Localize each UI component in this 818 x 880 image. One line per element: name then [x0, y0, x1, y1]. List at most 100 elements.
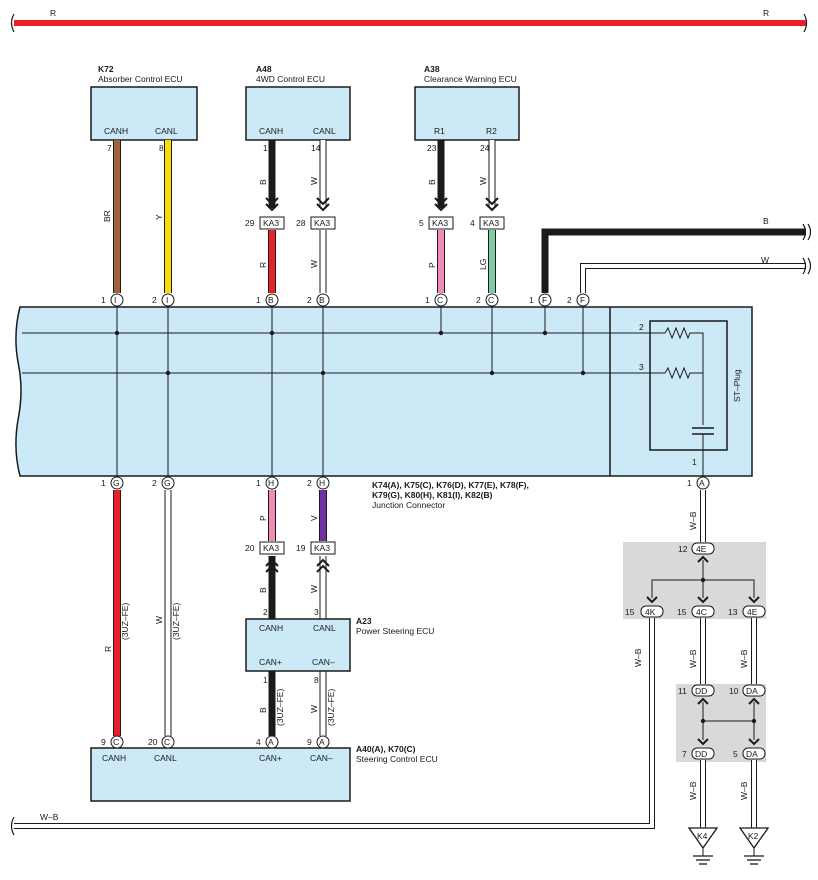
a23-canl: CANL: [313, 623, 336, 633]
top-bus: R R: [10, 8, 808, 33]
connector-4k: 4K 15: [625, 605, 664, 618]
ka3-connector: KA3 29: [245, 197, 285, 230]
ka3-label: KA3: [483, 218, 499, 228]
svg-text:H: H: [268, 478, 274, 488]
svg-text:2: 2: [567, 295, 572, 305]
svg-text:G: G: [113, 478, 120, 488]
a40-canm: CAN–: [310, 753, 333, 763]
ground-k2-label: K2: [748, 831, 759, 841]
svg-text:1: 1: [687, 478, 692, 488]
k72-pin-l: 8: [159, 143, 164, 153]
pin-terminal: C1: [425, 293, 448, 307]
wire-3uzfe-label-4: (3UZ–FE): [326, 689, 336, 726]
ka3-pin: 28: [296, 218, 306, 228]
a48-code: A48: [256, 64, 272, 74]
ka3-connectors-top: KA3 29 KA3 28 KA3 5 KA3 4: [245, 197, 505, 230]
wire-b-label-4: B: [258, 707, 268, 713]
a40-canh: CANH: [102, 753, 126, 763]
a48-pin-l: 14: [311, 143, 321, 153]
a23-canp: CAN+: [259, 657, 282, 667]
svg-text:13: 13: [728, 607, 738, 617]
svg-text:B: B: [319, 295, 325, 305]
pin-terminal: B1: [256, 293, 279, 307]
a38-code: A38: [424, 64, 440, 74]
junction-line1: K74(A), K75(C), K76(D), K77(E), K78(F),: [372, 480, 529, 490]
svg-text:A: A: [268, 737, 274, 747]
svg-text:2: 2: [476, 295, 481, 305]
svg-text:4E: 4E: [696, 544, 707, 554]
wire-lg-label: LG: [478, 259, 488, 270]
a23-pin-m: 8: [314, 675, 319, 685]
ecu-a38: A38 Clearance Warning ECU R1 R2 23 24: [414, 64, 520, 153]
pin-terminal: F1: [529, 293, 552, 307]
svg-text:12: 12: [678, 544, 688, 554]
wire-3uzfe-label-1: (3UZ–FE): [120, 603, 130, 640]
ka3-pin: 5: [419, 218, 424, 228]
k72-pin-h: 7: [107, 143, 112, 153]
a40-pin-1: 9: [101, 737, 106, 747]
ka3-connector: KA3 20: [245, 541, 285, 573]
wire-br-label: BR: [102, 210, 112, 222]
a38-pin-2: 24: [480, 143, 490, 153]
right-wire-w-label: W: [761, 255, 769, 265]
a40-canp: CAN+: [259, 753, 282, 763]
svg-text:10: 10: [729, 686, 739, 696]
right-wire-b-label: B: [763, 216, 769, 226]
svg-text:4E: 4E: [747, 607, 758, 617]
ecu-a48: A48 4WD Control ECU CANH CANL 1 14: [245, 64, 351, 153]
k72-canh: CANH: [104, 126, 128, 136]
svg-text:DD: DD: [695, 749, 707, 759]
connector-4e: 4E 13: [728, 605, 766, 618]
svg-text:4C: 4C: [696, 607, 707, 617]
connector-4e-top: 4E 12: [678, 542, 715, 563]
a38-pin-1: 23: [427, 143, 437, 153]
a23-canm: CAN–: [312, 657, 335, 667]
svg-text:DD: DD: [695, 686, 707, 696]
a40-pin-2: 20: [148, 737, 158, 747]
wire-p-label-1: P: [427, 262, 437, 268]
svg-text:C: C: [437, 295, 443, 305]
wire-r-label-2: R: [103, 646, 113, 652]
a38-name: Clearance Warning ECU: [424, 74, 517, 84]
k72-name: Absorber Control ECU: [98, 74, 183, 84]
wire-wb-label-6: W–B: [739, 781, 749, 800]
a40-name: Steering Control ECU: [356, 754, 438, 764]
svg-text:A: A: [699, 478, 705, 488]
svg-text:I: I: [114, 295, 116, 305]
a38-r2: R2: [486, 126, 497, 136]
a40-pin-4: 9: [307, 737, 312, 747]
svg-text:2: 2: [152, 295, 157, 305]
wire-r-label-1: R: [258, 262, 268, 268]
svg-text:I: I: [166, 295, 168, 305]
svg-text:2: 2: [307, 295, 312, 305]
ground-k2: K2: [738, 827, 770, 865]
top-bus-left-label: R: [50, 8, 56, 18]
wire-w-label-2: W: [309, 260, 319, 268]
svg-text:2: 2: [152, 478, 157, 488]
a48-name: 4WD Control ECU: [256, 74, 325, 84]
wire-w-label-4: W: [154, 616, 164, 624]
svg-text:H: H: [319, 478, 325, 488]
a40-pin-3: 4: [256, 737, 261, 747]
top-bus-right-label: R: [763, 8, 769, 18]
wire-b-label-3: B: [258, 587, 268, 593]
connector-4c: 4C 15: [677, 605, 715, 618]
svg-text:DA: DA: [746, 686, 758, 696]
wire-wb-label-5: W–B: [688, 781, 698, 800]
ka3-connectors-bottom: KA3 20 KA3 19: [245, 541, 336, 573]
k72-code: K72: [98, 64, 114, 74]
a48-pin-h: 1: [263, 143, 268, 153]
wire-w-label-3: W: [478, 177, 488, 185]
ka3-pin: 4: [470, 218, 475, 228]
pin-terminal: I1: [101, 293, 124, 307]
a38-r1: R1: [434, 126, 445, 136]
wire-p-label-2: P: [258, 515, 268, 521]
ka3-pin: 20: [245, 543, 255, 553]
pin-terminal: A1: [687, 476, 710, 490]
wires-bottom: R (3UZ–FE) W (3UZ–FE) P V B W B (3UZ–FE)…: [103, 490, 336, 736]
a48-canl: CANL: [313, 126, 336, 136]
svg-text:1: 1: [256, 478, 261, 488]
wire-wb-label-4: W–B: [739, 649, 749, 668]
pin-terminal: H1: [256, 476, 279, 490]
